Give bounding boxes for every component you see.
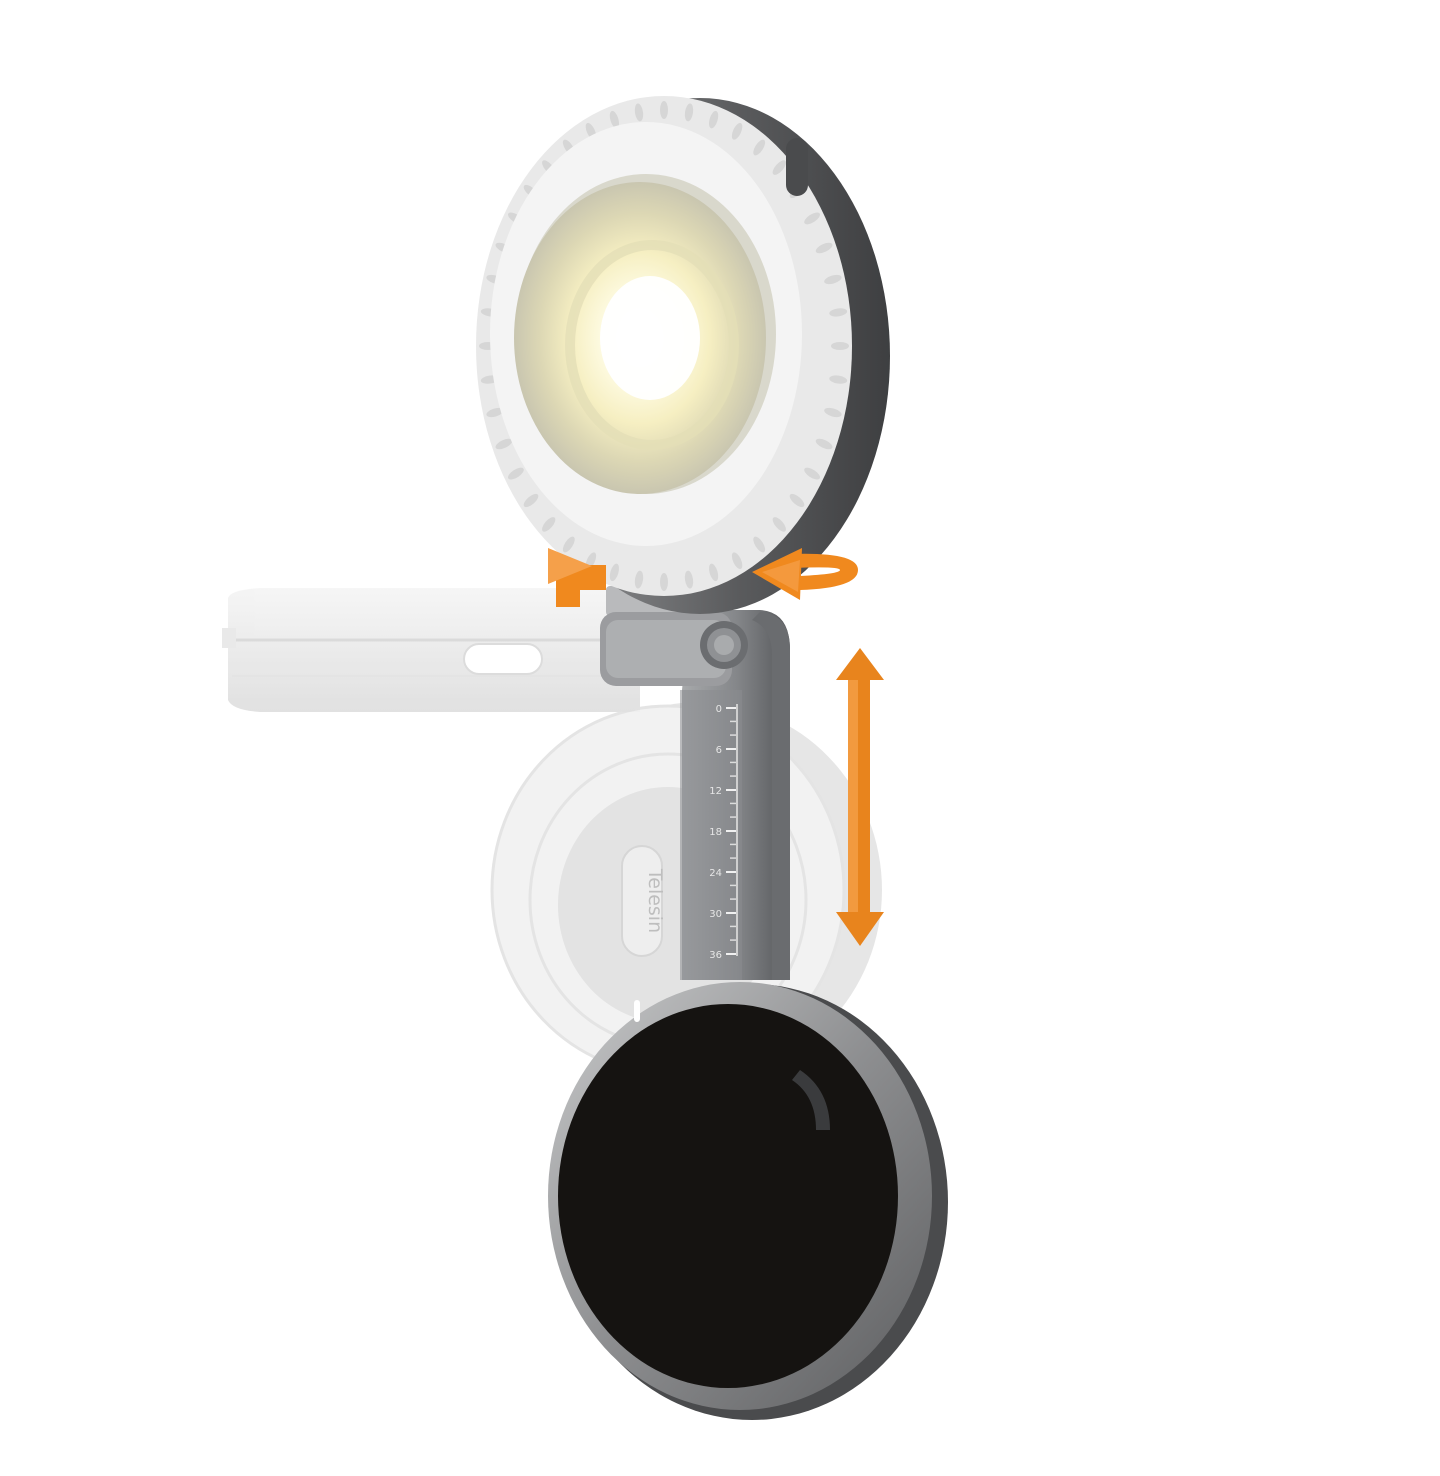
adjustment-arm: 0 6 12 18 24 30 36 bbox=[680, 610, 790, 980]
scale-minor-tick bbox=[730, 898, 736, 900]
ring-bump bbox=[562, 536, 575, 553]
scale-mark-label: 0 bbox=[716, 704, 722, 715]
ring-bump bbox=[789, 493, 805, 508]
ring-bump bbox=[824, 274, 842, 285]
ring-bump bbox=[772, 517, 786, 532]
black-disc-face bbox=[558, 1004, 898, 1388]
scale-mark-label: 18 bbox=[709, 827, 722, 838]
ring-bump bbox=[831, 342, 849, 350]
scale-minor-tick bbox=[730, 816, 736, 818]
ring-bump bbox=[684, 103, 694, 122]
ring-bump bbox=[609, 563, 620, 582]
ring-bump bbox=[772, 160, 786, 175]
vertical-double-arrow-icon bbox=[836, 648, 884, 946]
scale-mark-label: 30 bbox=[709, 909, 722, 920]
scale-mark-label: 6 bbox=[716, 745, 722, 756]
ring-bump bbox=[634, 103, 644, 122]
ghost-horizontal-light bbox=[222, 588, 640, 712]
ring-bump bbox=[495, 438, 513, 450]
ring-bump bbox=[731, 552, 743, 570]
ring-bump bbox=[815, 242, 833, 254]
scale-minor-tick bbox=[730, 857, 736, 859]
scale-mark-label: 24 bbox=[709, 868, 722, 879]
scale-minor-tick bbox=[730, 761, 736, 764]
scale-minor-tick bbox=[730, 720, 736, 723]
ring-bump bbox=[684, 570, 694, 589]
ring-bump bbox=[508, 467, 524, 480]
scale-minor-tick bbox=[730, 775, 736, 777]
ring-bump bbox=[753, 139, 766, 156]
ring-bump bbox=[753, 536, 766, 553]
ring-bump bbox=[542, 517, 556, 532]
magnetic-mount-disc bbox=[548, 982, 948, 1420]
scale-major-tick bbox=[726, 830, 736, 832]
ring-bump bbox=[731, 122, 743, 140]
scale-minor-tick bbox=[730, 734, 736, 736]
scale-ruler: 0 6 12 18 24 30 36 bbox=[709, 704, 738, 961]
scale-major-tick bbox=[726, 871, 736, 873]
scale-mark-label: 12 bbox=[709, 786, 722, 797]
ring-bump bbox=[804, 212, 820, 225]
ring-bump bbox=[660, 101, 668, 119]
ring-bump bbox=[609, 110, 620, 129]
ring-bump bbox=[829, 308, 848, 317]
scale-mark-label: 36 bbox=[709, 950, 722, 961]
scale-rail bbox=[736, 704, 738, 956]
indicator-mark bbox=[634, 1000, 640, 1022]
ring-bump bbox=[486, 407, 504, 418]
ring-bump bbox=[804, 467, 820, 480]
scale-major-tick bbox=[726, 912, 736, 914]
scale-minor-tick bbox=[730, 884, 736, 887]
scale-minor-tick bbox=[730, 802, 736, 805]
curved-double-arrow-icon bbox=[548, 548, 858, 607]
power-button-icon bbox=[786, 138, 808, 196]
ghost-button-icon bbox=[463, 643, 543, 675]
scale-minor-tick bbox=[730, 925, 736, 928]
scale-major-tick bbox=[726, 748, 736, 750]
scale-major-tick bbox=[726, 707, 736, 709]
ring-bump bbox=[634, 570, 644, 589]
ring-bump bbox=[824, 407, 842, 418]
ring-bump bbox=[829, 375, 848, 384]
scale-major-tick bbox=[726, 789, 736, 791]
hinge bbox=[600, 586, 748, 686]
brand-label: Telesin bbox=[644, 868, 666, 933]
brand-badge bbox=[621, 845, 663, 957]
ring-bump bbox=[660, 573, 668, 591]
ring-bump bbox=[708, 563, 719, 582]
ring-bump bbox=[815, 438, 833, 450]
main-light-head bbox=[476, 96, 890, 614]
scale-minor-tick bbox=[730, 843, 736, 846]
scale-major-tick bbox=[726, 953, 736, 955]
ring-bump bbox=[708, 110, 719, 129]
scale-minor-tick bbox=[730, 939, 736, 941]
ring-bump bbox=[523, 493, 539, 508]
